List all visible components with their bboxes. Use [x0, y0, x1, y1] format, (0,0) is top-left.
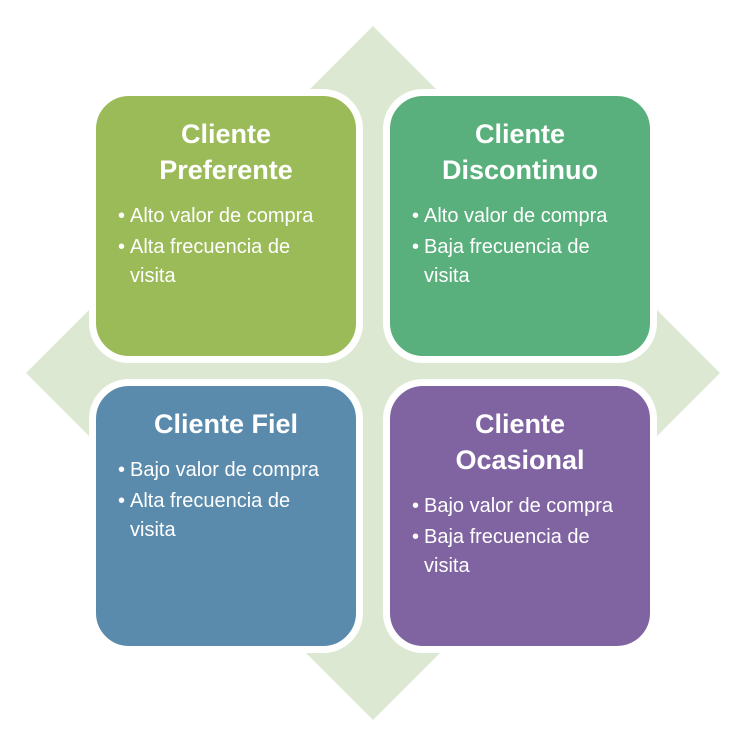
quadrant-cliente-preferente: Cliente Preferente Alto valor de compra …	[89, 89, 363, 363]
bullet-item: Alta frecuencia de visita	[118, 487, 334, 545]
quadrant-title: Cliente Fiel	[118, 406, 334, 442]
title-line: Cliente	[474, 409, 566, 439]
quadrant-cliente-discontinuo: Cliente Discontinuo Alto valor de compra…	[383, 89, 657, 363]
title-line: Cliente Fiel	[153, 409, 299, 439]
quadrant-cliente-ocasional: Cliente Ocasional Bajo valor de compra B…	[383, 379, 657, 653]
bullet-item: Alto valor de compra	[412, 202, 628, 231]
bullet-item: Alta frecuencia de visita	[118, 233, 334, 291]
bullet-list: Alto valor de compra Baja frecuencia de …	[412, 202, 628, 291]
title-line: Preferente	[159, 155, 293, 185]
bullet-list: Bajo valor de compra Alta frecuencia de …	[118, 456, 334, 545]
bullet-item: Baja frecuencia de visita	[412, 523, 628, 581]
bullet-item: Alto valor de compra	[118, 202, 334, 231]
quadrant-title: Cliente Preferente	[118, 116, 334, 188]
bullet-list: Bajo valor de compra Baja frecuencia de …	[412, 492, 628, 581]
title-line: Cliente	[474, 119, 566, 149]
quadrant-title: Cliente Discontinuo	[412, 116, 628, 188]
title-line: Discontinuo	[442, 155, 598, 185]
title-line: Cliente	[180, 119, 272, 149]
title-line: Ocasional	[455, 445, 585, 475]
bullet-item: Baja frecuencia de visita	[412, 233, 628, 291]
bullet-item: Bajo valor de compra	[412, 492, 628, 521]
bullet-list: Alto valor de compra Alta frecuencia de …	[118, 202, 334, 291]
quadrant-title: Cliente Ocasional	[412, 406, 628, 478]
quadrant-cliente-fiel: Cliente Fiel Bajo valor de compra Alta f…	[89, 379, 363, 653]
bullet-item: Bajo valor de compra	[118, 456, 334, 485]
